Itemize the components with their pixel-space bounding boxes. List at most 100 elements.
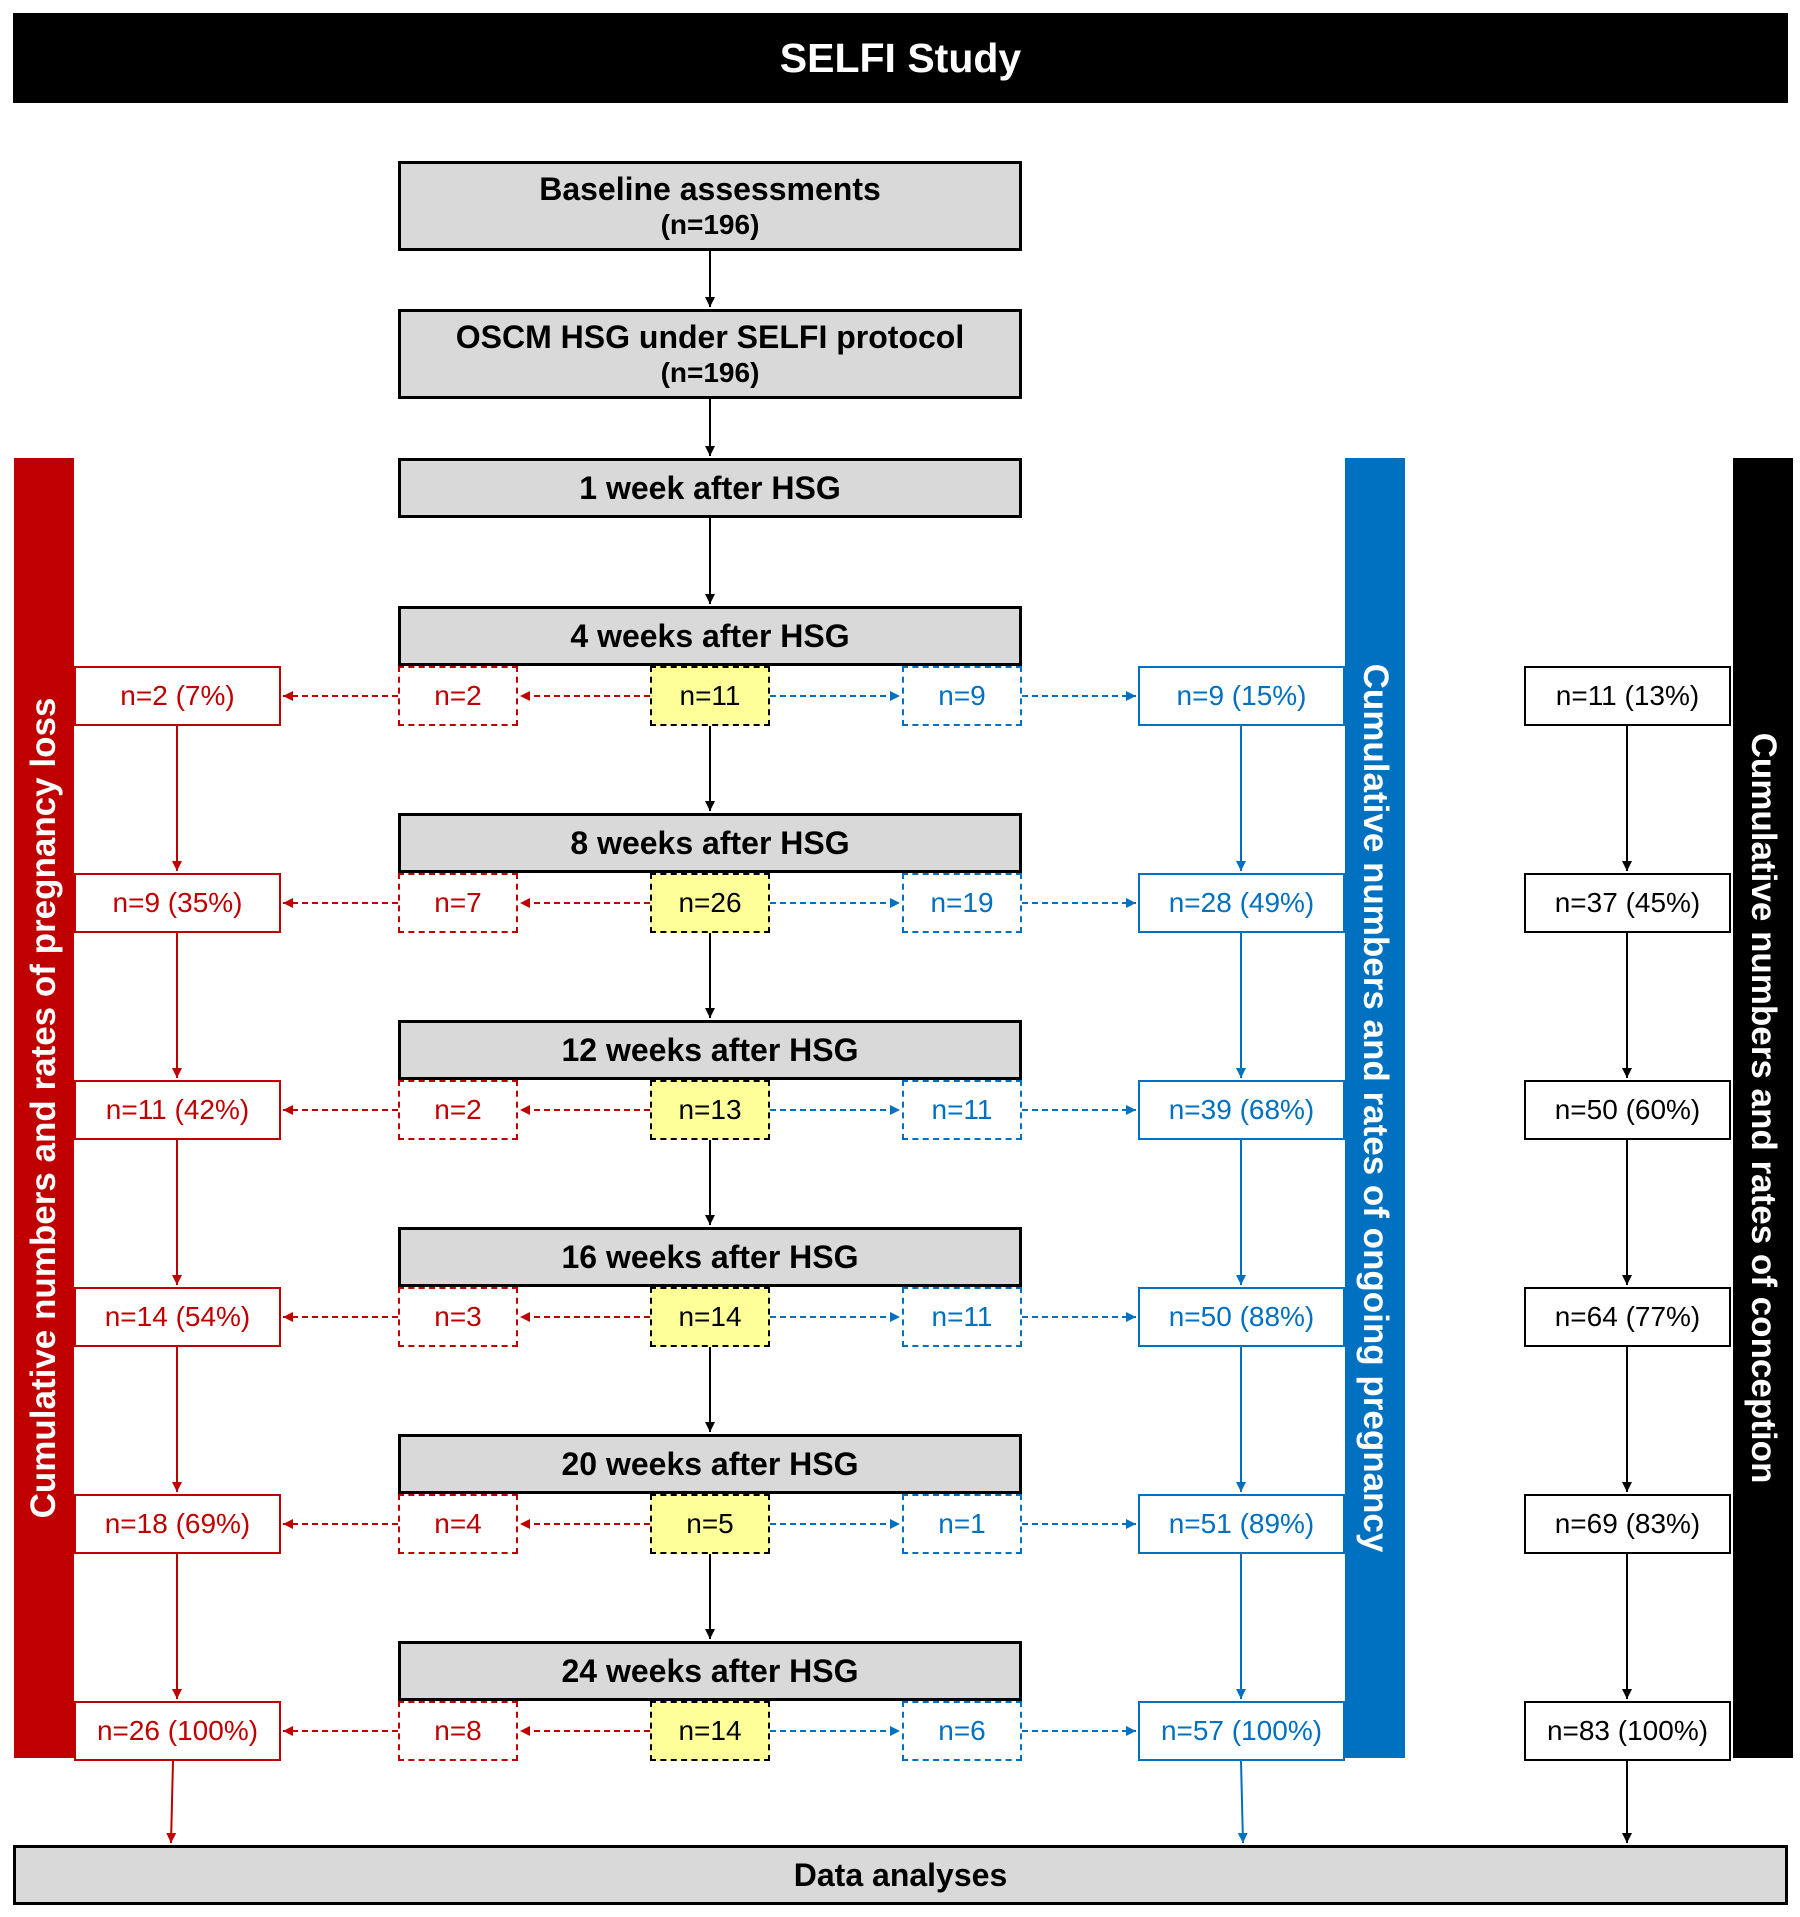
ongoing-new-1-label: n=19 bbox=[930, 887, 994, 919]
arrow-47 bbox=[166, 1760, 177, 1844]
ongoing-cumulative-3: n=50 (88%) bbox=[1138, 1287, 1345, 1347]
loss-cumulative-5-label: n=26 (100%) bbox=[96, 1715, 259, 1747]
conception-cumulative-2-label: n=50 (60%) bbox=[1554, 1094, 1701, 1126]
loss-new-2: n=2 bbox=[398, 1080, 518, 1140]
new-conceptions-2: n=13 bbox=[650, 1080, 770, 1140]
stage-3-label: 16 weeks after HSG bbox=[561, 1238, 859, 1275]
loss-new-0: n=2 bbox=[398, 666, 518, 726]
conception-cumulative-1: n=37 (45%) bbox=[1524, 873, 1731, 933]
new-conceptions-0-label: n=11 bbox=[679, 680, 741, 712]
conception-cumulative-4-label: n=69 (83%) bbox=[1554, 1508, 1701, 1540]
ongoing-new-1: n=19 bbox=[902, 873, 1022, 933]
ongoing-cumulative-0: n=9 (15%) bbox=[1138, 666, 1345, 726]
ongoing-pregnancy-band: Cumulative numbers and rates of ongoing … bbox=[1345, 458, 1405, 1758]
study-title: SELFI Study bbox=[13, 13, 1788, 103]
top-step-1-label: OSCM HSG under SELFI protocol bbox=[455, 319, 965, 355]
ongoing-new-0: n=9 bbox=[902, 666, 1022, 726]
stage-2-label: 12 weeks after HSG bbox=[561, 1031, 859, 1068]
new-conceptions-1: n=26 bbox=[650, 873, 770, 933]
stage-4: 20 weeks after HSG bbox=[398, 1434, 1022, 1494]
new-conceptions-1-label: n=26 bbox=[678, 887, 742, 919]
conception-band: Cumulative numbers and rates of concepti… bbox=[1733, 458, 1793, 1758]
stage-0: 4 weeks after HSG bbox=[398, 606, 1022, 666]
loss-new-4-label: n=4 bbox=[434, 1508, 482, 1540]
conception-cumulative-0: n=11 (13%) bbox=[1524, 666, 1731, 726]
stage-1-label: 8 weeks after HSG bbox=[570, 824, 850, 861]
arrow-48 bbox=[1237, 1760, 1248, 1844]
new-conceptions-2-label: n=13 bbox=[678, 1094, 742, 1126]
loss-cumulative-4-label: n=18 (69%) bbox=[104, 1508, 251, 1540]
stage-5: 24 weeks after HSG bbox=[398, 1641, 1022, 1701]
new-conceptions-5: n=14 bbox=[650, 1701, 770, 1761]
loss-cumulative-5: n=26 (100%) bbox=[74, 1701, 281, 1761]
top-step-0-count: (n=196) bbox=[660, 209, 760, 241]
top-step-2: 1 week after HSG bbox=[398, 458, 1022, 518]
ongoing-cumulative-3-label: n=50 (88%) bbox=[1168, 1301, 1315, 1333]
ongoing-new-0-label: n=9 bbox=[938, 680, 986, 712]
new-conceptions-4: n=5 bbox=[650, 1494, 770, 1554]
loss-cumulative-0-label: n=2 (7%) bbox=[120, 680, 235, 712]
top-step-1-count: (n=196) bbox=[660, 357, 760, 389]
loss-cumulative-3-label: n=14 (54%) bbox=[104, 1301, 251, 1333]
ongoing-new-5: n=6 bbox=[902, 1701, 1022, 1761]
data-analyses-box: Data analyses bbox=[13, 1845, 1788, 1905]
ongoing-new-3: n=11 bbox=[902, 1287, 1022, 1347]
ongoing-cumulative-0-label: n=9 (15%) bbox=[1176, 680, 1307, 712]
new-conceptions-4-label: n=5 bbox=[686, 1508, 734, 1540]
conception-cumulative-3-label: n=64 (77%) bbox=[1554, 1301, 1701, 1333]
conception-cumulative-2: n=50 (60%) bbox=[1524, 1080, 1731, 1140]
ongoing-new-4: n=1 bbox=[902, 1494, 1022, 1554]
loss-cumulative-4: n=18 (69%) bbox=[74, 1494, 281, 1554]
conception-cumulative-0-label: n=11 (13%) bbox=[1555, 680, 1700, 712]
top-step-0-label: Baseline assessments bbox=[539, 171, 881, 207]
ongoing-new-2-label: n=11 bbox=[931, 1094, 993, 1126]
conception-cumulative-5-label: n=83 (100%) bbox=[1546, 1715, 1709, 1747]
loss-cumulative-2-label: n=11 (42%) bbox=[105, 1094, 250, 1126]
pregnancy-loss-band: Cumulative numbers and rates of pregnanc… bbox=[14, 458, 74, 1758]
loss-new-0-label: n=2 bbox=[434, 680, 482, 712]
ongoing-new-5-label: n=6 bbox=[938, 1715, 986, 1747]
conception-cumulative-3: n=64 (77%) bbox=[1524, 1287, 1731, 1347]
loss-new-2-label: n=2 bbox=[434, 1094, 482, 1126]
ongoing-cumulative-4-label: n=51 (89%) bbox=[1168, 1508, 1315, 1540]
loss-new-3: n=3 bbox=[398, 1287, 518, 1347]
loss-cumulative-0: n=2 (7%) bbox=[74, 666, 281, 726]
conception-cumulative-5: n=83 (100%) bbox=[1524, 1701, 1731, 1761]
stage-5-label: 24 weeks after HSG bbox=[561, 1652, 859, 1689]
ongoing-cumulative-5: n=57 (100%) bbox=[1138, 1701, 1345, 1761]
stage-2: 12 weeks after HSG bbox=[398, 1020, 1022, 1080]
loss-cumulative-3: n=14 (54%) bbox=[74, 1287, 281, 1347]
loss-cumulative-2: n=11 (42%) bbox=[74, 1080, 281, 1140]
new-conceptions-0: n=11 bbox=[650, 666, 770, 726]
ongoing-cumulative-1: n=28 (49%) bbox=[1138, 873, 1345, 933]
loss-new-1-label: n=7 bbox=[434, 887, 482, 919]
stage-0-label: 4 weeks after HSG bbox=[570, 617, 850, 654]
loss-cumulative-1: n=9 (35%) bbox=[74, 873, 281, 933]
ongoing-new-2: n=11 bbox=[902, 1080, 1022, 1140]
loss-new-1: n=7 bbox=[398, 873, 518, 933]
top-step-2-label: 1 week after HSG bbox=[579, 469, 841, 506]
top-step-0: Baseline assessments(n=196) bbox=[398, 161, 1022, 251]
loss-new-5: n=8 bbox=[398, 1701, 518, 1761]
new-conceptions-3-label: n=14 bbox=[678, 1301, 742, 1333]
loss-new-3-label: n=3 bbox=[434, 1301, 482, 1333]
new-conceptions-3: n=14 bbox=[650, 1287, 770, 1347]
conception-cumulative-1-label: n=37 (45%) bbox=[1554, 887, 1701, 919]
stage-1: 8 weeks after HSG bbox=[398, 813, 1022, 873]
conception-cumulative-4: n=69 (83%) bbox=[1524, 1494, 1731, 1554]
ongoing-cumulative-1-label: n=28 (49%) bbox=[1168, 887, 1315, 919]
ongoing-cumulative-2: n=39 (68%) bbox=[1138, 1080, 1345, 1140]
ongoing-new-4-label: n=1 bbox=[938, 1508, 986, 1540]
ongoing-cumulative-5-label: n=57 (100%) bbox=[1160, 1715, 1323, 1747]
loss-cumulative-1-label: n=9 (35%) bbox=[112, 887, 243, 919]
loss-new-4: n=4 bbox=[398, 1494, 518, 1554]
ongoing-new-3-label: n=11 bbox=[931, 1301, 993, 1333]
ongoing-cumulative-2-label: n=39 (68%) bbox=[1168, 1094, 1315, 1126]
new-conceptions-5-label: n=14 bbox=[678, 1715, 742, 1747]
stage-3: 16 weeks after HSG bbox=[398, 1227, 1022, 1287]
ongoing-cumulative-4: n=51 (89%) bbox=[1138, 1494, 1345, 1554]
stage-4-label: 20 weeks after HSG bbox=[561, 1445, 859, 1482]
top-step-1: OSCM HSG under SELFI protocol(n=196) bbox=[398, 309, 1022, 399]
